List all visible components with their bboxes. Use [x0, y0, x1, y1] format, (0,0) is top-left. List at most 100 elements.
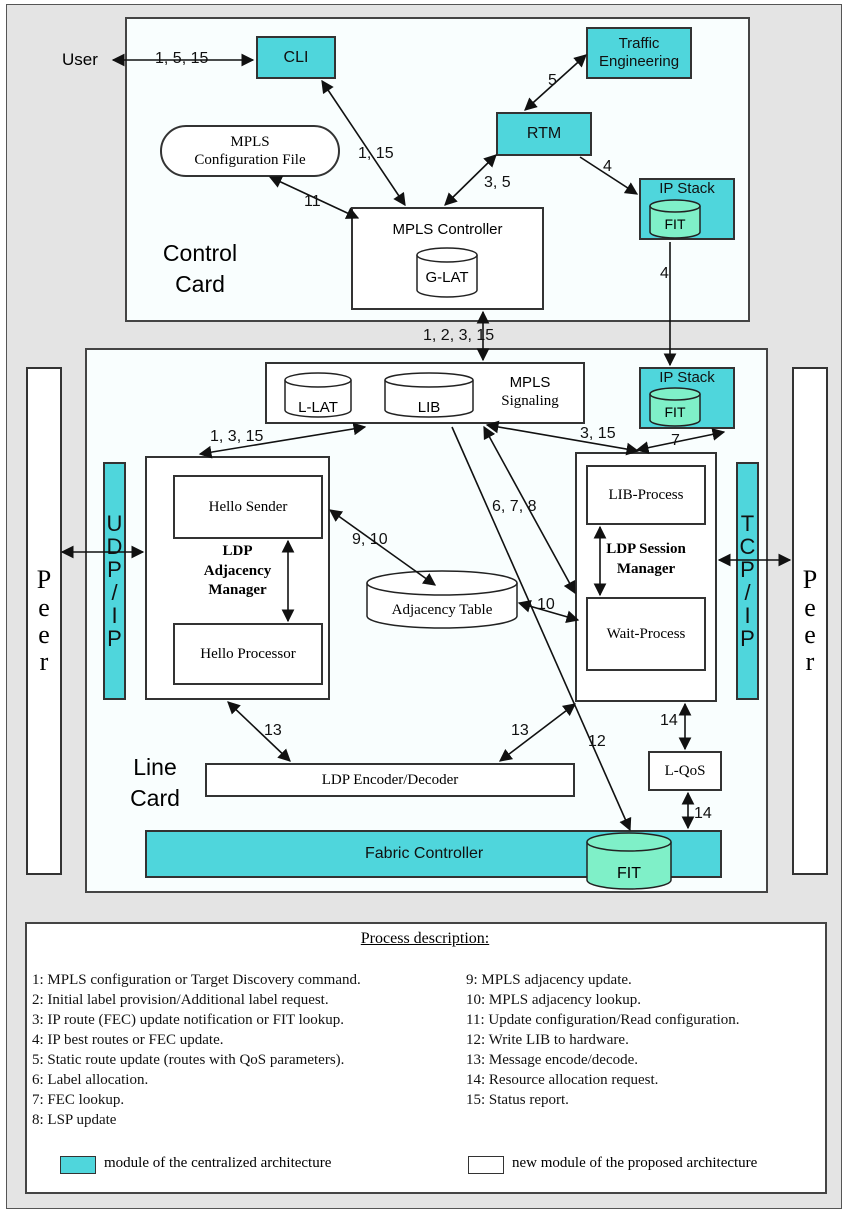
arrow-rtm-controller: [444, 154, 497, 206]
user-label: User: [62, 50, 98, 69]
arrow-config-controller: [268, 176, 360, 219]
fit-top-label: FIT: [665, 216, 686, 232]
peer-left-char: e: [38, 592, 50, 622]
process-item: 14: Resource allocation request.: [466, 1072, 659, 1088]
fit-fabric-label: FIT: [617, 865, 641, 882]
arrow-sender-table: [328, 509, 437, 586]
hello-processor-module: Hello Processor: [173, 623, 323, 685]
mpls-controller-label: MPLS Controller: [392, 221, 503, 238]
l-qos-module: L-QoS: [648, 751, 722, 791]
arrow-label-rtm-controller: 3, 5: [484, 174, 511, 191]
peer-left-char: e: [38, 620, 50, 649]
g-lat-label: G-LAT: [425, 269, 468, 286]
arrow-label-lqos-fabric: 14: [694, 805, 712, 822]
ldp-codec-label: LDP Encoder/Decoder: [321, 771, 459, 788]
process-description-title: Process description:: [360, 930, 490, 947]
arrow-label-rtm-ipstack: 4: [603, 158, 612, 175]
arrow-label-table-wait: 10: [537, 596, 555, 613]
traffic-label-1: Traffic: [618, 35, 660, 52]
cli-module: CLI: [256, 36, 336, 79]
fit-fabric-database-icon: FIT: [586, 832, 672, 890]
udp-char: P: [107, 556, 122, 582]
arrow-label-controller-signaling: 1, 2, 3, 15: [423, 327, 495, 344]
line-card-label-2: Card: [130, 785, 180, 812]
l-lat-database-icon: L-LAT: [284, 372, 352, 418]
process-item: 7: FEC lookup.: [32, 1092, 125, 1108]
process-list-right: 9: MPLS adjacency update. 10: MPLS adjac…: [466, 970, 821, 1110]
arrow-label-user-cli: 1, 5, 15: [155, 50, 209, 67]
udp-char: U: [106, 510, 123, 536]
ldp-session-label-2: Manager: [616, 560, 676, 577]
process-item: 12: Write LIB to hardware.: [466, 1032, 629, 1048]
arrow-label-cli-controller: 1, 15: [358, 145, 394, 162]
peer-right-char: e: [804, 620, 816, 649]
tcp-char: /: [744, 580, 751, 605]
legend-swatch-new: [468, 1156, 504, 1174]
arrow-rtm-ipstack: [579, 156, 639, 195]
process-item: 9: MPLS adjacency update.: [466, 972, 632, 988]
adjacency-table-database-icon: Adjacency Table: [366, 570, 518, 629]
control-card-label-2: Card: [175, 271, 225, 298]
process-item: 6: Label allocation.: [32, 1072, 149, 1088]
arrow-label-lib-fit: 12: [588, 733, 606, 750]
rtm-label: RTM: [526, 125, 562, 142]
tcp-ip-module: T C P / I P: [736, 462, 759, 700]
process-list-left: 1: MPLS configuration or Target Discover…: [32, 970, 452, 1130]
fit-line-database-icon: FIT: [649, 387, 701, 427]
l-qos-label: L-QoS: [664, 762, 706, 779]
process-item: 5: Static route update (routes with QoS …: [32, 1052, 345, 1068]
arrow-table-wait: [517, 600, 580, 623]
arrow-label-adjacency-codec: 13: [264, 722, 282, 739]
lib-database-icon: LIB: [384, 372, 474, 418]
fabric-controller-label: Fabric Controller: [365, 845, 484, 862]
peer-right-char: e: [804, 592, 816, 622]
fit-top-database-icon: FIT: [649, 199, 701, 239]
traffic-engineering-module: Traffic Engineering: [586, 27, 692, 79]
lib-label: LIB: [418, 399, 441, 416]
ldp-adj-label-3: Manager: [208, 582, 267, 598]
arrow-label-config-controller: 11: [304, 193, 321, 210]
arrow-te-rtm: [524, 54, 587, 111]
wait-process-module: Wait-Process: [586, 597, 706, 671]
process-item: 2: Initial label provision/Additional la…: [32, 992, 329, 1008]
arrow-signaling-adjacency: [198, 422, 367, 459]
mpls-config-label-2: Configuration File: [194, 152, 306, 168]
hello-sender-label: Hello Sender: [208, 498, 288, 515]
arrow-label-session-codec: 13: [511, 722, 529, 739]
ldp-session-label-1: LDP Session: [606, 541, 686, 557]
l-lat-label: L-LAT: [298, 399, 338, 416]
process-item: 3: IP route (FEC) update notification or…: [32, 1012, 345, 1028]
tcp-char: T: [740, 510, 755, 536]
process-item: 8: LSP update: [32, 1112, 117, 1128]
tcp-char: I: [744, 603, 751, 629]
traffic-label-2: Engineering: [598, 53, 680, 70]
ldp-encoder-decoder-module: LDP Encoder/Decoder: [205, 763, 575, 797]
arrow-label-lib-wait: 6, 7, 8: [492, 498, 537, 515]
udp-char: I: [111, 603, 118, 629]
control-card-label-1: Control: [162, 240, 238, 266]
ldp-adj-label-1: LDP: [222, 543, 253, 559]
ldp-adj-label-2: Adjacency: [203, 562, 272, 579]
mpls-signaling-label-1: MPLS: [509, 374, 551, 391]
mpls-signaling-label: MPLS Signaling: [485, 374, 575, 410]
arrow-label-sender-table: 9, 10: [352, 531, 388, 548]
peer-right-char: P: [802, 565, 818, 595]
process-item: 15: Status report.: [466, 1092, 569, 1108]
arrow-label-signaling-session: 3, 15: [580, 425, 616, 442]
ip-stack-control-label: IP Stack: [659, 180, 715, 197]
legend-label-new: new module of the proposed architecture: [512, 1155, 758, 1171]
process-item: 1: MPLS configuration or Target Discover…: [32, 972, 361, 988]
control-card-label: Control Card: [150, 238, 250, 300]
peer-left-char: P: [36, 565, 52, 595]
arrow-session-codec: [498, 703, 577, 762]
arrow-cli-controller: [321, 79, 406, 207]
arrow-label-ipstack-session: 7: [671, 432, 680, 449]
process-description-panel: [25, 922, 827, 1194]
hello-sender-module: Hello Sender: [173, 475, 323, 539]
mpls-signaling-label-2: Signaling: [501, 393, 559, 409]
udp-char: P: [107, 626, 122, 652]
tcp-char: P: [740, 626, 755, 652]
arrow-ipstack-session: [635, 428, 726, 454]
process-item: 4: IP best routes or FEC update.: [32, 1032, 224, 1048]
